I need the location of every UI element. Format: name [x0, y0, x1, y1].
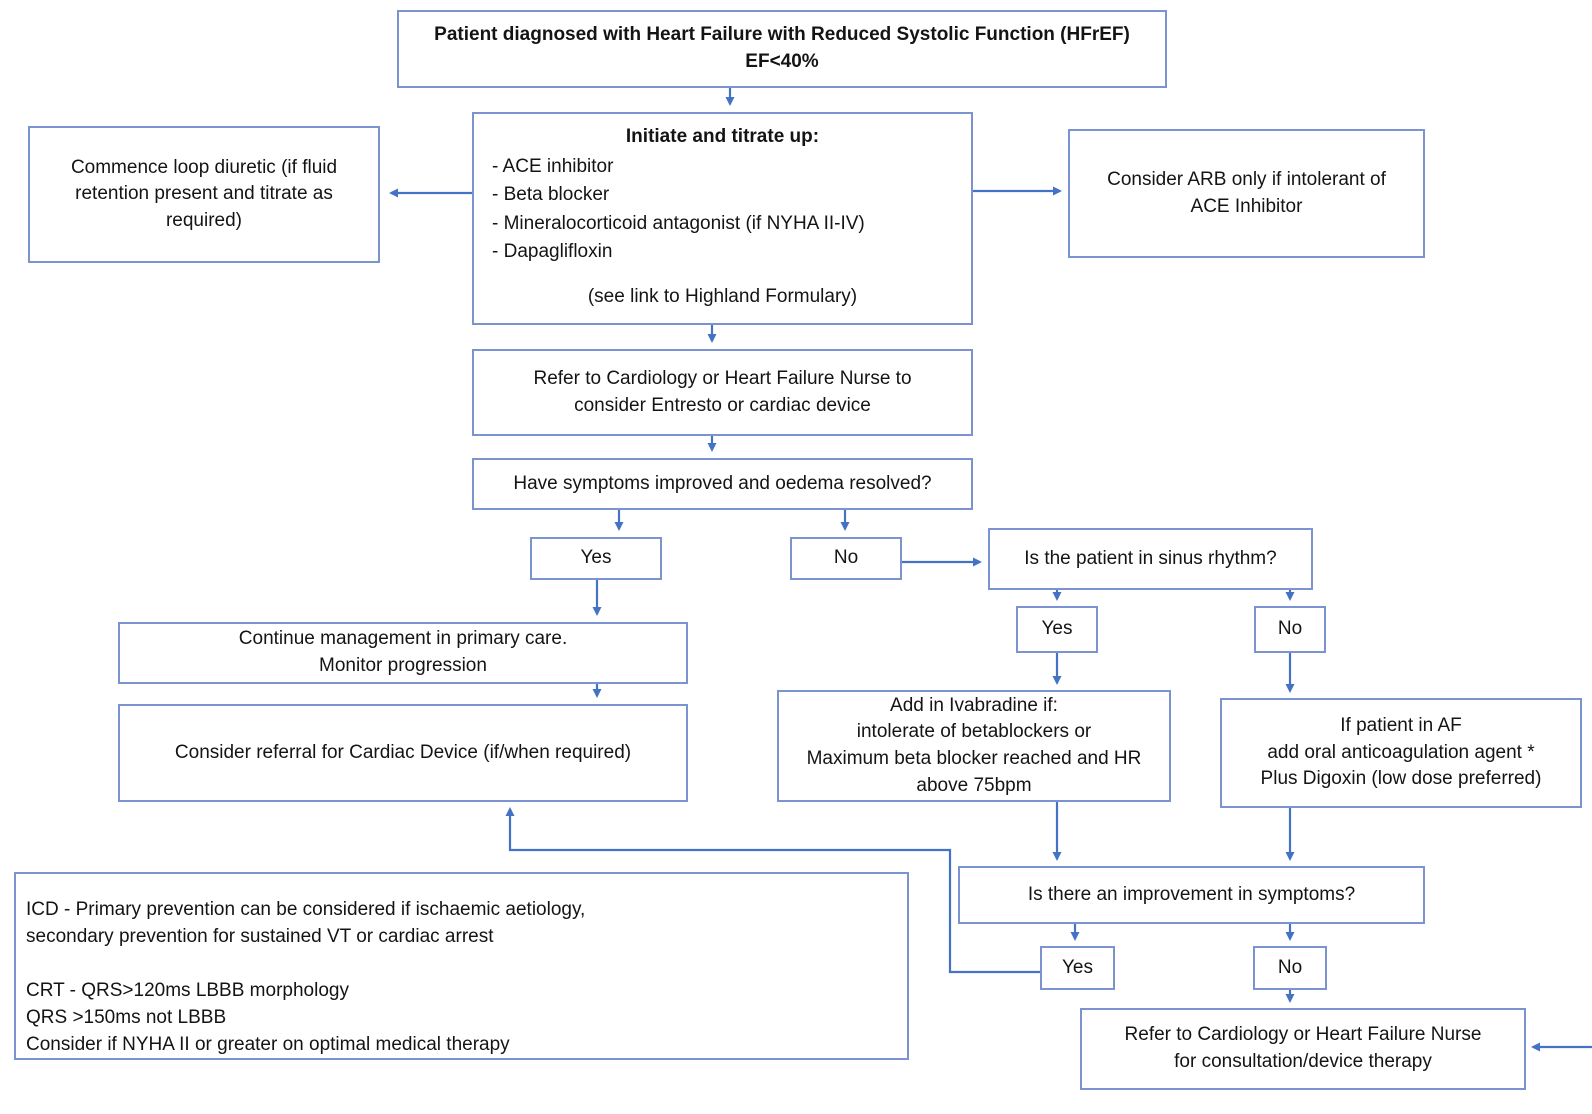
improvement-question-text: Is there an improvement in symptoms? — [1027, 883, 1356, 905]
no1-box: No — [790, 537, 902, 580]
yes3-box: Yes — [1040, 946, 1115, 990]
cardiac-device-text: Consider referral for Cardiac Device (if… — [174, 741, 632, 763]
improvement-question-box: Is there an improvement in symptoms? — [958, 866, 1425, 924]
af-line1: If patient in AF — [1340, 715, 1462, 737]
cardiac-device-box: Consider referral for Cardiac Device (if… — [118, 704, 688, 802]
icd-note-line1: ICD - Primary prevention can be consider… — [26, 899, 586, 920]
arb-box: Consider ARB only if intolerant of ACE I… — [1068, 129, 1425, 258]
continue-management-line1: Continue management in primary care. — [238, 628, 568, 650]
refer-final-line2: for consultation/device therapy — [1174, 1051, 1432, 1072]
ivabradine-line1: Add in Ivabradine if: — [890, 694, 1058, 716]
refer-final-line1: Refer to Cardiology or Heart Failure Nur… — [1124, 1024, 1482, 1046]
refer-entresto-text: Refer to Cardiology or Heart Failure Nur… — [533, 367, 912, 416]
initiate-item-dapaglifloxin: - Dapaglifloxin — [492, 241, 613, 263]
ivabradine-line3: Maximum beta blocker reached and HR — [806, 748, 1142, 769]
yes2-text: Yes — [1041, 618, 1073, 640]
icd-note-line5: QRS >150ms not LBBB — [26, 1007, 227, 1028]
initiate-item-beta: - Beta blocker — [492, 184, 610, 206]
no3-text: No — [1277, 956, 1303, 978]
no3-box: No — [1253, 946, 1327, 990]
initiate-heading: Initiate and titrate up: — [625, 126, 820, 147]
no2-text: No — [1277, 618, 1303, 640]
af-anticoagulation-box: If patient in AF add oral anticoagulatio… — [1220, 698, 1582, 808]
yes1-text: Yes — [580, 547, 612, 569]
arb-text: Consider ARB only if intolerant of ACE I… — [1107, 168, 1386, 217]
loop-diuretic-text: Commence loop diuretic (if fluid retenti… — [70, 156, 338, 231]
sinus-question-box: Is the patient in sinus rhythm? — [988, 528, 1313, 590]
initiate-footer: (see link to Highland Formulary) — [587, 286, 858, 308]
no2-box: No — [1254, 606, 1326, 653]
initiate-box: Initiate and titrate up: - ACE inhibitor… — [472, 112, 973, 325]
icd-note-line4: CRT - QRS>120ms LBBB morphology — [26, 980, 349, 1001]
symptoms-question-text: Have symptoms improved and oedema resolv… — [513, 472, 932, 494]
continue-management-line2: Monitor progression — [319, 655, 487, 676]
title-line2: EF<40% — [745, 51, 819, 72]
sinus-question-text: Is the patient in sinus rhythm? — [1024, 547, 1277, 569]
af-line2: add oral anticoagulation agent * — [1267, 741, 1535, 763]
initiate-item-ace: - ACE inhibitor — [492, 155, 614, 177]
arrow-yes3-to-device — [505, 807, 1040, 974]
yes1-box: Yes — [530, 537, 662, 580]
af-line3: Plus Digoxin (low dose preferred) — [1260, 768, 1542, 790]
icd-note-line6: Consider if NYHA II or greater on optima… — [26, 1034, 510, 1055]
icd-note-line2: secondary prevention for sustained VT or… — [26, 926, 494, 947]
no1-text: No — [833, 547, 859, 569]
loop-diuretic-box: Commence loop diuretic (if fluid retenti… — [28, 126, 380, 263]
continue-management-box: Continue management in primary care. Mon… — [118, 622, 688, 684]
ivabradine-box: Add in Ivabradine if: intolerate of beta… — [777, 690, 1171, 802]
refer-entresto-box: Refer to Cardiology or Heart Failure Nur… — [472, 349, 973, 436]
title-box: Patient diagnosed with Heart Failure wit… — [397, 10, 1167, 88]
icd-crt-note-box: ICD - Primary prevention can be consider… — [14, 872, 909, 1060]
yes3-text: Yes — [1062, 956, 1093, 978]
ivabradine-line4: above 75bpm — [916, 774, 1032, 796]
initiate-item-mineralocorticoid: - Mineralocorticoid antagonist (if NYHA … — [492, 212, 865, 234]
refer-final-box: Refer to Cardiology or Heart Failure Nur… — [1080, 1008, 1526, 1090]
symptoms-question-box: Have symptoms improved and oedema resolv… — [472, 458, 973, 510]
ivabradine-line2: intolerate of betablockers or — [856, 721, 1092, 743]
yes2-box: Yes — [1016, 606, 1098, 653]
title-line1: Patient diagnosed with Heart Failure wit… — [434, 24, 1130, 46]
